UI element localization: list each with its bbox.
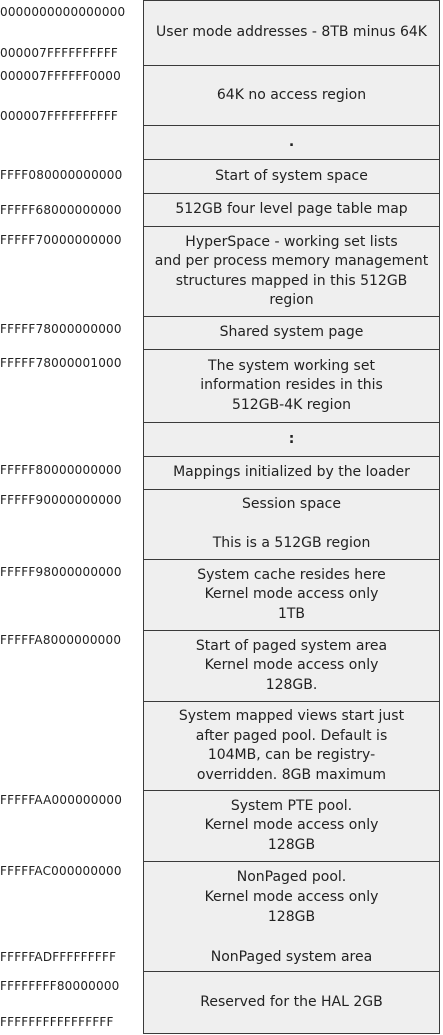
region-page-table-map: 512GB four level page table map bbox=[143, 193, 440, 227]
address-label: FFFFF78000001000 bbox=[0, 356, 122, 370]
address-label: FFFFF80000000000 bbox=[0, 463, 122, 477]
address-label: FFFFF90000000000 bbox=[0, 493, 122, 507]
region-nonpaged: NonPaged pool. Kernel mode access only 1… bbox=[143, 861, 440, 972]
region-hal-reserved: Reserved for the HAL 2GB bbox=[143, 971, 440, 1034]
region-paged-system: Start of paged system area Kernel mode a… bbox=[143, 630, 440, 702]
address-label: FFFFF70000000000 bbox=[0, 233, 122, 247]
region-system-pte: System PTE pool. Kernel mode access only… bbox=[143, 790, 440, 862]
address-label: FFFFFAC000000000 bbox=[0, 864, 122, 878]
region-gap: : bbox=[143, 422, 440, 457]
address-label: 0000000000000000 bbox=[0, 5, 126, 19]
address-label: 000007FFFFFFFFFF bbox=[0, 109, 119, 123]
region-no-access: 64K no access region bbox=[143, 65, 440, 126]
region-loader-mappings: Mappings initialized by the loader bbox=[143, 456, 440, 490]
address-label: FFFFF68000000000 bbox=[0, 203, 122, 217]
address-label: FFFFFA8000000000 bbox=[0, 633, 122, 647]
address-label: FFFFF78000000000 bbox=[0, 322, 122, 336]
region-system-cache: System cache resides here Kernel mode ac… bbox=[143, 559, 440, 631]
region-user-mode: User mode addresses - 8TB minus 64K bbox=[143, 0, 440, 66]
region-hyperspace: HyperSpace - working set lists and per p… bbox=[143, 226, 440, 317]
region-session-space: Session space This is a 512GB region bbox=[143, 489, 440, 560]
address-label: FFFFFAA000000000 bbox=[0, 793, 123, 807]
region-shared-page: Shared system page bbox=[143, 316, 440, 350]
region-system-space: Start of system space bbox=[143, 159, 440, 194]
region-working-set: The system working set information resid… bbox=[143, 349, 440, 423]
address-label: FFFFFFFFFFFFFFFF bbox=[0, 1015, 114, 1029]
region-gap: . bbox=[143, 125, 440, 160]
address-label: FFFFFFFF80000000 bbox=[0, 979, 120, 993]
address-label: 000007FFFFFF0000 bbox=[0, 69, 121, 83]
address-label: FFFFFADFFFFFFFFF bbox=[0, 950, 117, 964]
address-label: 000007FFFFFFFFFF bbox=[0, 46, 119, 60]
address-label: FFFFF98000000000 bbox=[0, 565, 122, 579]
region-mapped-views: System mapped views start just after pag… bbox=[143, 701, 440, 791]
address-label: FFFF080000000000 bbox=[0, 168, 123, 182]
